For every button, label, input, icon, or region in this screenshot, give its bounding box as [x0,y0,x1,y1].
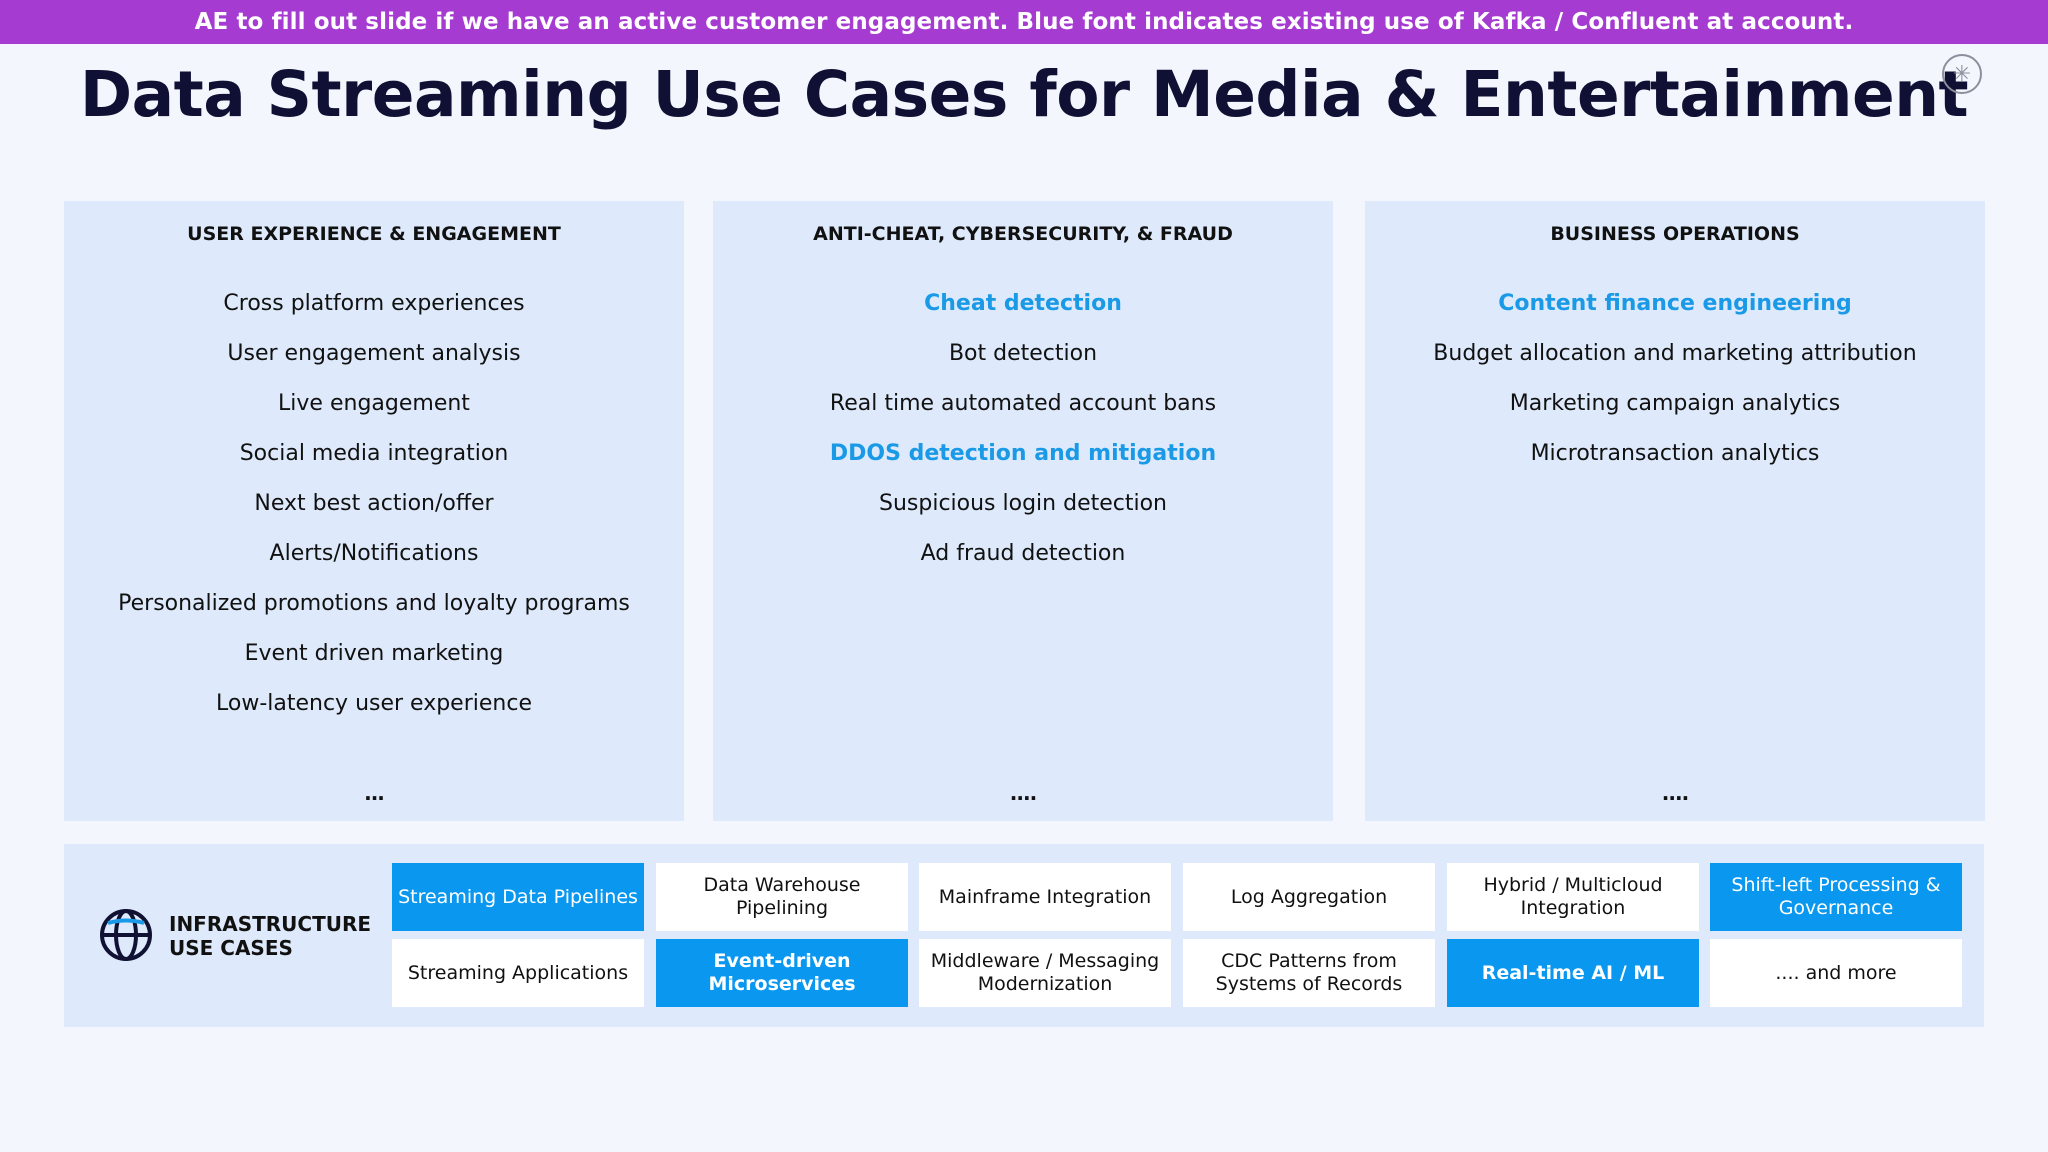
use-case-item: Event driven marketing [244,641,504,666]
column-business-operations: BUSINESS OPERATIONS Content finance engi… [1365,201,1985,821]
infrastructure-tile: Mainframe Integration [919,863,1171,931]
use-case-item: Alerts/Notifications [269,541,479,566]
use-case-item: Bot detection [948,341,1098,366]
infrastructure-label: INFRASTRUCTURE USE CASES [169,912,371,960]
use-case-item: DDOS detection and mitigation [829,441,1217,466]
use-case-item: Cross platform experiences [223,291,525,316]
infrastructure-tile: .... and more [1710,939,1962,1007]
use-case-item: Personalized promotions and loyalty prog… [118,591,630,616]
use-case-item: Content finance engineering [1498,291,1852,316]
column-anti-cheat-security-fraud: ANTI-CHEAT, CYBERSECURITY, & FRAUD Cheat… [713,201,1333,821]
infrastructure-tile: Hybrid / Multicloud Integration [1447,863,1699,931]
use-case-item: Social media integration [239,441,509,466]
use-case-item: Cheat detection [924,291,1122,316]
more-ellipsis: .... [1661,781,1689,805]
use-case-item: Live engagement [278,391,470,416]
infrastructure-tile: Shift-left Processing & Governance [1710,863,1962,931]
globe-icon [100,909,152,961]
infrastructure-tile: Log Aggregation [1183,863,1435,931]
column-user-experience: USER EXPERIENCE & ENGAGEMENT Cross platf… [64,201,684,821]
infrastructure-tile: Streaming Applications [392,939,644,1007]
brand-logo-icon: ✳ [1942,54,1982,94]
infrastructure-label-line1: INFRASTRUCTURE [169,912,372,936]
instruction-banner: AE to fill out slide if we have an activ… [0,0,2048,44]
column-heading: ANTI-CHEAT, CYBERSECURITY, & FRAUD [813,223,1233,245]
use-case-item: Budget allocation and marketing attribut… [1433,341,1917,366]
infrastructure-label-line2: USE CASES [169,936,293,960]
use-case-item: Microtransaction analytics [1530,441,1820,466]
use-case-item: Next best action/offer [254,491,494,516]
infrastructure-tile: Real-time AI / ML [1447,939,1699,1007]
use-case-item: Real time automated account bans [829,391,1217,416]
use-case-item: User engagement analysis [227,341,521,366]
more-ellipsis: .... [1009,781,1037,805]
more-ellipsis: ... [364,781,385,805]
column-heading: USER EXPERIENCE & ENGAGEMENT [187,223,561,245]
column-heading: BUSINESS OPERATIONS [1550,223,1800,245]
infrastructure-tile: Event-driven Microservices [656,939,908,1007]
use-case-item: Marketing campaign analytics [1509,391,1841,416]
infrastructure-tile: Data Warehouse Pipelining [656,863,908,931]
infrastructure-tile: CDC Patterns from Systems of Records [1183,939,1435,1007]
infrastructure-panel: INFRASTRUCTURE USE CASES Streaming Data … [64,844,1984,1027]
infrastructure-tile: Middleware / Messaging Modernization [919,939,1171,1007]
infrastructure-tile: Streaming Data Pipelines [392,863,644,931]
use-case-item: Ad fraud detection [920,541,1126,566]
slide-title: Data Streaming Use Cases for Media & Ent… [79,58,1969,131]
use-case-item: Low-latency user experience [216,691,532,716]
use-case-item: Suspicious login detection [879,491,1167,516]
